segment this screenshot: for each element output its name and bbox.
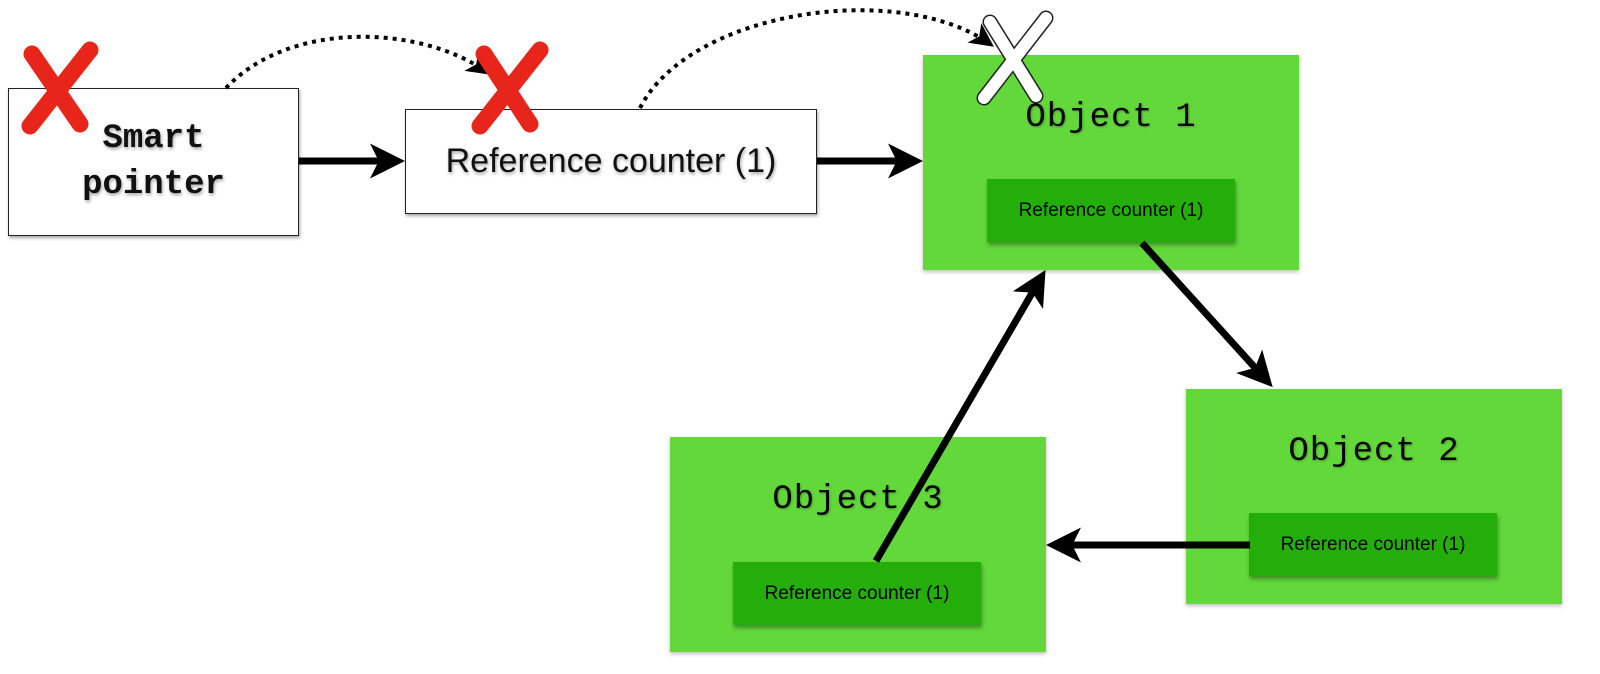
reference-counter-label: Reference counter (1) [445, 142, 777, 180]
object-2-box: Object 2 Reference counter (1) [1186, 389, 1562, 604]
object-1-title: Object 1 [1025, 99, 1197, 137]
object-3-box: Object 3 Reference counter (1) [670, 437, 1046, 652]
object-3-title: Object 3 [772, 481, 944, 519]
smart-pointer-label: Smart pointer [82, 116, 225, 208]
object-1-reference-counter: Reference counter (1) [987, 179, 1235, 242]
object-2-title: Object 2 [1288, 433, 1460, 471]
smart-pointer-box: Smart pointer [8, 88, 299, 236]
smart-pointer-label-line2: pointer [82, 166, 225, 204]
object-3-reference-counter: Reference counter (1) [733, 562, 981, 625]
reference-counter-box: Reference counter (1) [405, 109, 817, 214]
smart-pointer-label-line1: Smart [102, 120, 205, 158]
dotted-arrow-smart-pointer-to-counter [224, 34, 491, 90]
object-2-reference-counter: Reference counter (1) [1249, 513, 1497, 576]
object-1-box: Object 1 Reference counter (1) [923, 55, 1299, 270]
